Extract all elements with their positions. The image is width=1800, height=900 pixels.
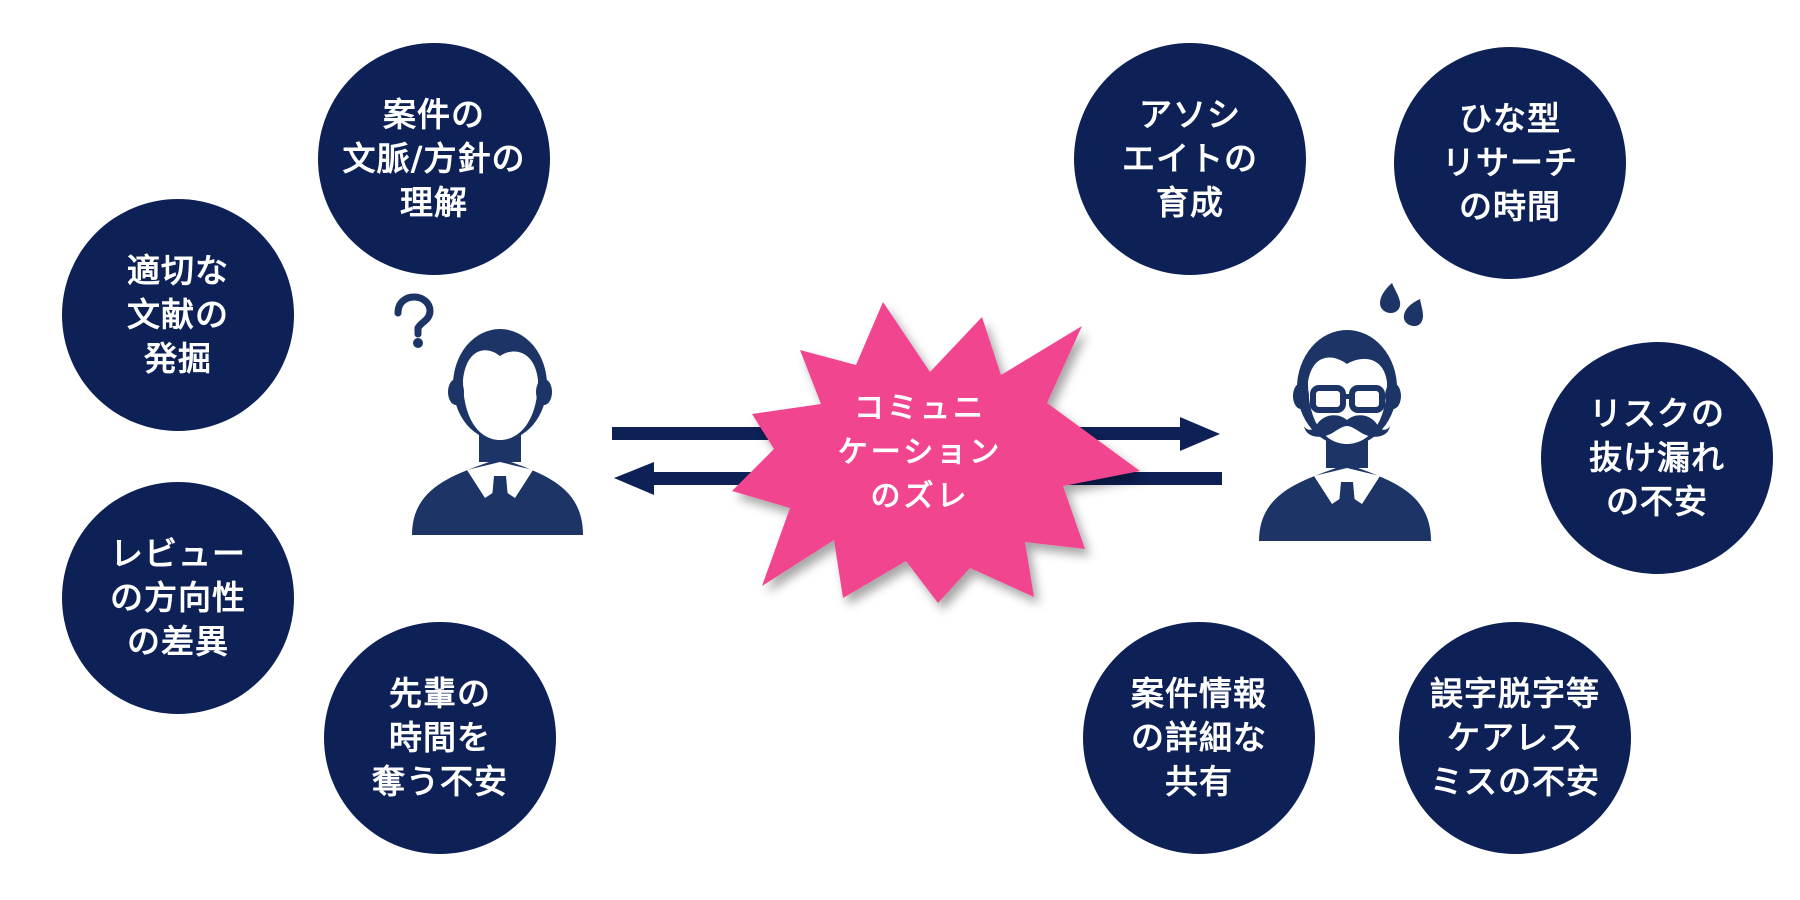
bubble-case-context: 案件の 文脈/方針の 理解 [318, 43, 550, 275]
bubble-case-info-sharing: 案件情報 の詳細な 共有 [1083, 622, 1315, 854]
bubble-label: リスクの 抜け漏れ の不安 [1589, 394, 1725, 521]
bubble-review-direction: レビュー の方向性 の差異 [62, 482, 294, 714]
bubble-typo-mistakes: 誤字脱字等 ケアレス ミスの不安 [1399, 622, 1631, 854]
bubble-senior-time: 先輩の 時間を 奪う不安 [324, 622, 556, 854]
bubble-label: 適切な 文献の 発掘 [127, 251, 229, 378]
bubble-label: 先輩の 時間を 奪う不安 [372, 674, 508, 801]
bubble-label: アソシ エイトの 育成 [1122, 95, 1258, 222]
bubble-risk-omission: リスクの 抜け漏れ の不安 [1541, 342, 1773, 574]
bubble-label: ひな型 リサーチ の時間 [1442, 99, 1578, 226]
question-mark-icon [394, 293, 434, 348]
burst-icon [732, 302, 1140, 603]
bubble-label: 誤字脱字等 ケアレス ミスの不安 [1430, 674, 1600, 801]
bubble-label: 案件の 文脈/方針の 理解 [342, 95, 526, 222]
burst-label: コミュニ ケーション のズレ [837, 391, 1003, 514]
bubble-literature: 適切な 文献の 発掘 [62, 199, 294, 431]
bubble-associate-training: アソシ エイトの 育成 [1074, 43, 1306, 275]
young-man-icon [412, 329, 583, 535]
bubble-label: 案件情報 の詳細な 共有 [1131, 674, 1267, 801]
mustache-man-icon [1259, 330, 1431, 541]
bubble-label: レビュー の方向性 の差異 [110, 534, 246, 661]
sweat-drops-icon [1380, 283, 1423, 327]
bubble-template-research: ひな型 リサーチ の時間 [1394, 47, 1626, 279]
